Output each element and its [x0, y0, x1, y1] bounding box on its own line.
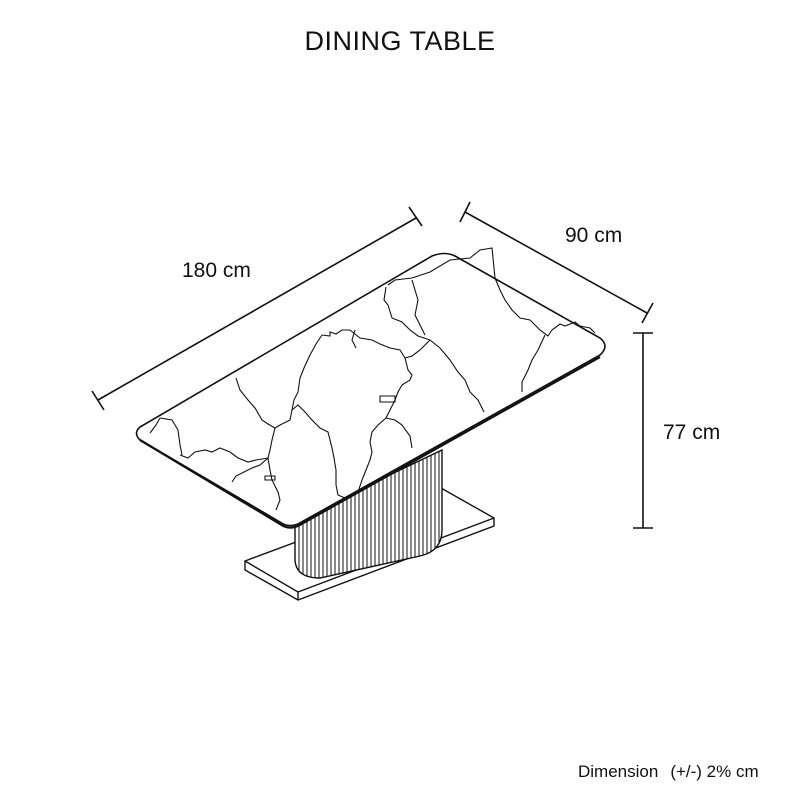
tolerance-label: Dimension [578, 762, 659, 781]
page-title: DINING TABLE [304, 26, 496, 56]
tolerance-value: (+/-) 2% cm [670, 762, 759, 781]
height-dimension-line [633, 332, 653, 529]
tolerance-note: Dimension (+/-) 2% cm [578, 762, 759, 782]
table-top [135, 252, 606, 529]
length-label: 180 cm [182, 259, 251, 282]
width-dimension-line [459, 201, 654, 324]
length-dimension-line [91, 206, 423, 411]
marble-veins [149, 247, 596, 511]
height-label: 77 cm [663, 421, 721, 444]
width-label: 90 cm [565, 224, 623, 247]
